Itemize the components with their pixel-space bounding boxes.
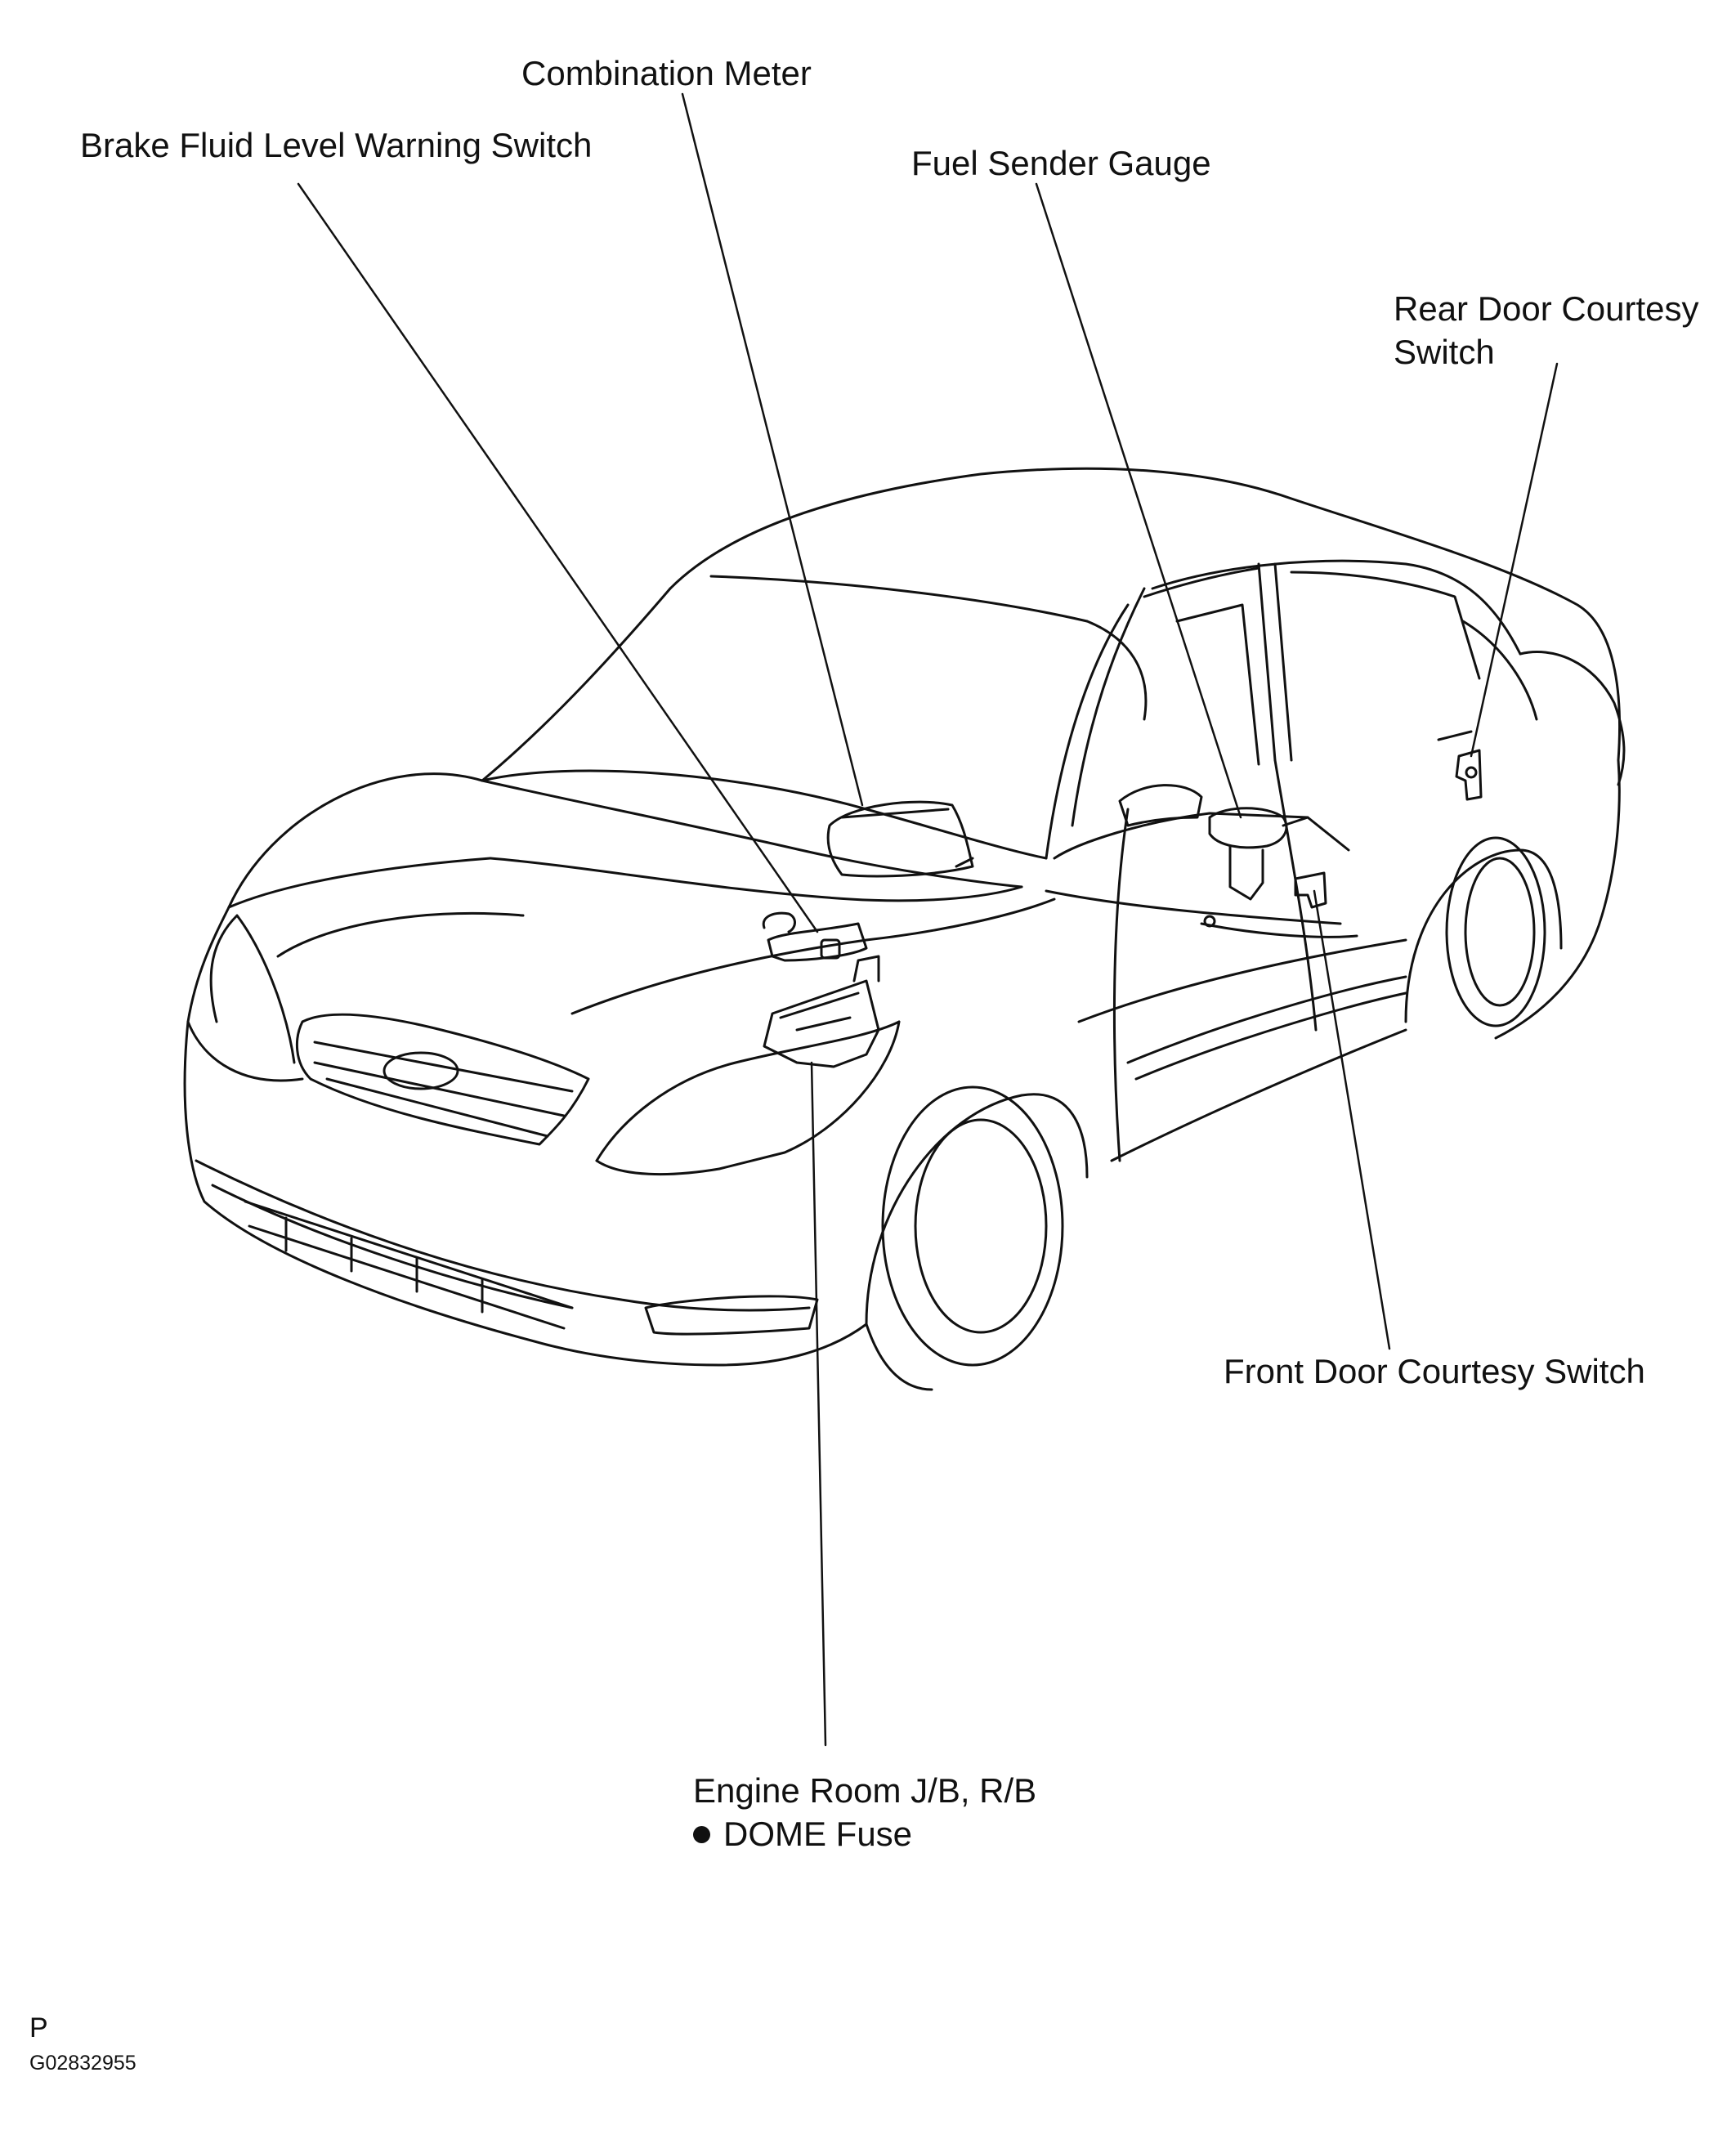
leader-lines	[297, 92, 1559, 1747]
label-engine-room-jb: Engine Room J/B, R/B DOME Fuse	[693, 1770, 1036, 1856]
label-engine-room-line2-row: DOME Fuse	[693, 1813, 1036, 1856]
leader-combination-meter	[681, 92, 864, 807]
leader-brake-fluid	[297, 182, 819, 933]
leader-engine-room	[810, 1061, 827, 1747]
leader-fuel-sender	[1035, 182, 1242, 819]
label-rear-door-switch: Rear Door Courtesy Switch	[1394, 288, 1698, 374]
figure-code: G02832955	[29, 2052, 136, 2075]
leader-rear-door	[1470, 362, 1559, 758]
bullet-icon	[693, 1825, 710, 1843]
label-rear-door-line1: Rear Door Courtesy	[1394, 289, 1699, 328]
label-combination-meter: Combination Meter	[521, 54, 812, 92]
rear-door-switch-part	[1455, 749, 1483, 801]
front-door-switch-part	[1294, 871, 1327, 909]
label-rear-door-line2: Switch	[1394, 332, 1495, 371]
label-front-door-switch: Front Door Courtesy Switch	[1224, 1352, 1645, 1390]
page-mark: P	[29, 2012, 48, 2043]
label-fuel-sender-gauge: Fuel Sender Gauge	[911, 144, 1211, 182]
label-engine-room-line1: Engine Room J/B, R/B	[693, 1771, 1037, 1810]
leader-front-door	[1313, 889, 1391, 1350]
fuel-sender-gauge-part	[1208, 807, 1309, 901]
label-engine-room-line2: DOME Fuse	[723, 1814, 913, 1853]
brake-fluid-reservoir-part	[762, 911, 868, 962]
combination-meter-part	[826, 800, 974, 878]
car-body	[183, 467, 1626, 1391]
engine-room-jb-part	[763, 955, 880, 1068]
label-brake-fluid-switch: Brake Fluid Level Warning Switch	[80, 126, 593, 164]
